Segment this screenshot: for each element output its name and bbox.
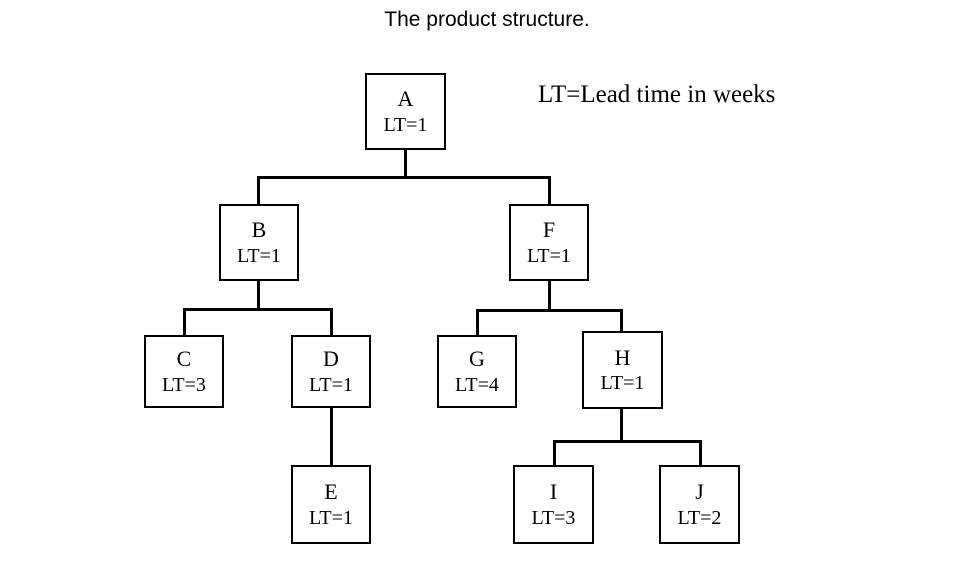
node-f-lt: LT=1 bbox=[527, 244, 571, 267]
node-a-id: A bbox=[397, 86, 414, 112]
node-e-lt: LT=1 bbox=[309, 506, 353, 529]
connector-b-bus bbox=[183, 308, 333, 311]
connector-a-to-f bbox=[548, 176, 551, 206]
node-c-id: C bbox=[176, 346, 192, 372]
node-d-lt: LT=1 bbox=[309, 373, 353, 396]
connector-h-bus bbox=[553, 440, 702, 443]
node-f-id: F bbox=[542, 217, 556, 243]
node-a[interactable]: A LT=1 bbox=[365, 73, 446, 150]
node-g-lt: LT=4 bbox=[455, 373, 499, 396]
node-a-lt: LT=1 bbox=[383, 113, 428, 136]
node-c[interactable]: C LT=3 bbox=[144, 335, 224, 408]
legend-lead-time: LT=Lead time in weeks bbox=[538, 81, 776, 108]
connector-b-to-c bbox=[183, 308, 186, 336]
connector-a-stem bbox=[404, 149, 407, 179]
node-d-id: D bbox=[323, 346, 339, 372]
page-title: The product structure. bbox=[384, 8, 590, 31]
node-j-id: J bbox=[695, 479, 704, 505]
node-b-id: B bbox=[251, 217, 267, 243]
connector-b-to-d bbox=[330, 308, 333, 336]
node-i[interactable]: I LT=3 bbox=[513, 465, 594, 544]
connector-h-to-i bbox=[553, 440, 556, 465]
node-g-id: G bbox=[469, 346, 485, 372]
connector-h-to-j bbox=[699, 440, 702, 465]
node-b-lt: LT=1 bbox=[237, 244, 281, 267]
node-h-lt: LT=1 bbox=[600, 372, 645, 395]
connector-a-bus bbox=[257, 176, 551, 179]
connector-b-stem bbox=[257, 280, 260, 311]
node-e-id: E bbox=[324, 479, 338, 505]
connector-a-to-b bbox=[257, 176, 260, 206]
node-g[interactable]: G LT=4 bbox=[437, 335, 517, 408]
node-b[interactable]: B LT=1 bbox=[219, 204, 299, 281]
node-e[interactable]: E LT=1 bbox=[291, 465, 371, 544]
node-f[interactable]: F LT=1 bbox=[509, 204, 589, 281]
node-i-lt: LT=3 bbox=[531, 506, 576, 529]
node-d[interactable]: D LT=1 bbox=[291, 335, 371, 408]
node-h-id: H bbox=[614, 344, 631, 370]
connector-f-to-h bbox=[620, 309, 623, 332]
node-c-lt: LT=3 bbox=[162, 373, 206, 396]
node-i-id: I bbox=[549, 479, 558, 505]
connector-f-bus bbox=[476, 309, 623, 312]
node-h[interactable]: H LT=1 bbox=[582, 331, 663, 409]
connector-d-to-e bbox=[330, 407, 333, 466]
node-j-lt: LT=2 bbox=[677, 506, 722, 529]
connector-h-stem bbox=[620, 409, 623, 442]
connector-f-to-g bbox=[476, 309, 479, 336]
connector-f-stem bbox=[548, 280, 551, 311]
node-j[interactable]: J LT=2 bbox=[659, 465, 740, 544]
